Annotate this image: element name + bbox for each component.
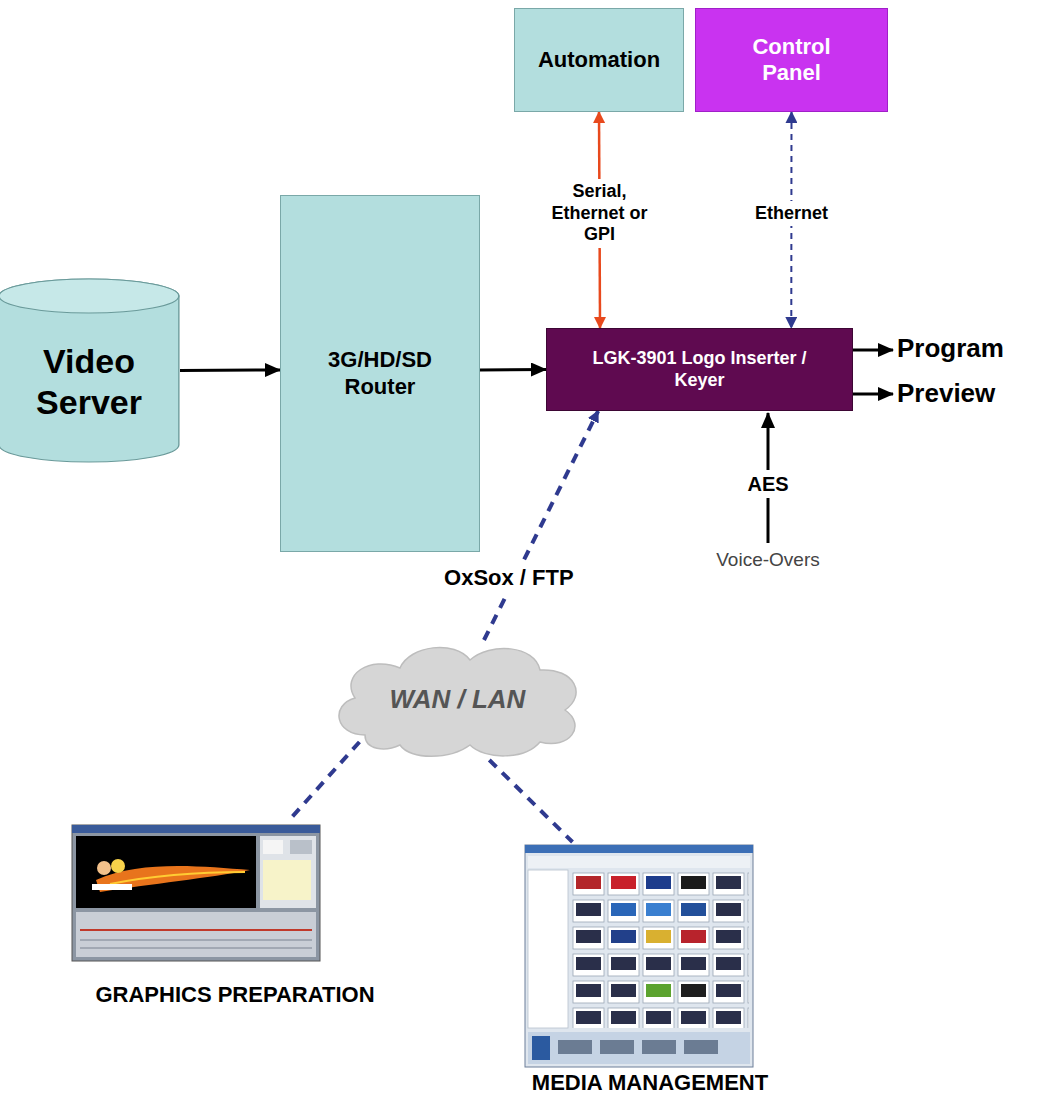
program-arrow (853, 349, 893, 352)
node-text: 3G/HD/SD Router (305, 347, 455, 400)
node-text: Video Server (14, 341, 164, 423)
node-text: MEDIA MANAGEMENT (532, 1070, 768, 1096)
connector (288, 742, 360, 822)
node-text: Automation (538, 47, 660, 73)
network-cloud: WAN / LAN (325, 640, 590, 760)
connector (480, 368, 546, 371)
connector-label: Serial, Ethernet or GPI (547, 179, 651, 248)
node-text: WAN / LAN (390, 684, 526, 715)
output-label: Preview (897, 378, 995, 409)
connector (180, 368, 280, 372)
preview-arrow (853, 393, 893, 396)
graphics-screenshot (72, 825, 320, 961)
connector-label: Ethernet (751, 201, 832, 227)
video-server-cylinder: Video Server (0, 278, 180, 463)
node-text: LGK-3901 Logo Inserter / Keyer (580, 348, 820, 391)
logo-inserter-box: LGK-3901 Logo Inserter / Keyer (546, 328, 853, 411)
control-panel-box: Control Panel (695, 8, 888, 112)
graphics-preparation-node: GRAPHICS PREPARATION (60, 822, 410, 1012)
connector (484, 411, 598, 640)
media-screenshot (525, 845, 753, 1067)
output-label: Program (897, 333, 1004, 364)
node-text: Control Panel (737, 34, 847, 87)
node-text: GRAPHICS PREPARATION (95, 982, 374, 1008)
connector-label: OxSox / FTP (440, 563, 578, 593)
connector (489, 760, 572, 842)
source-label: Voice-Overs (716, 549, 819, 572)
router-box: 3G/HD/SD Router (280, 195, 480, 552)
signal-label: AES (744, 470, 791, 498)
automation-box: Automation (514, 8, 684, 112)
media-management-node: MEDIA MANAGEMENT (495, 842, 805, 1100)
